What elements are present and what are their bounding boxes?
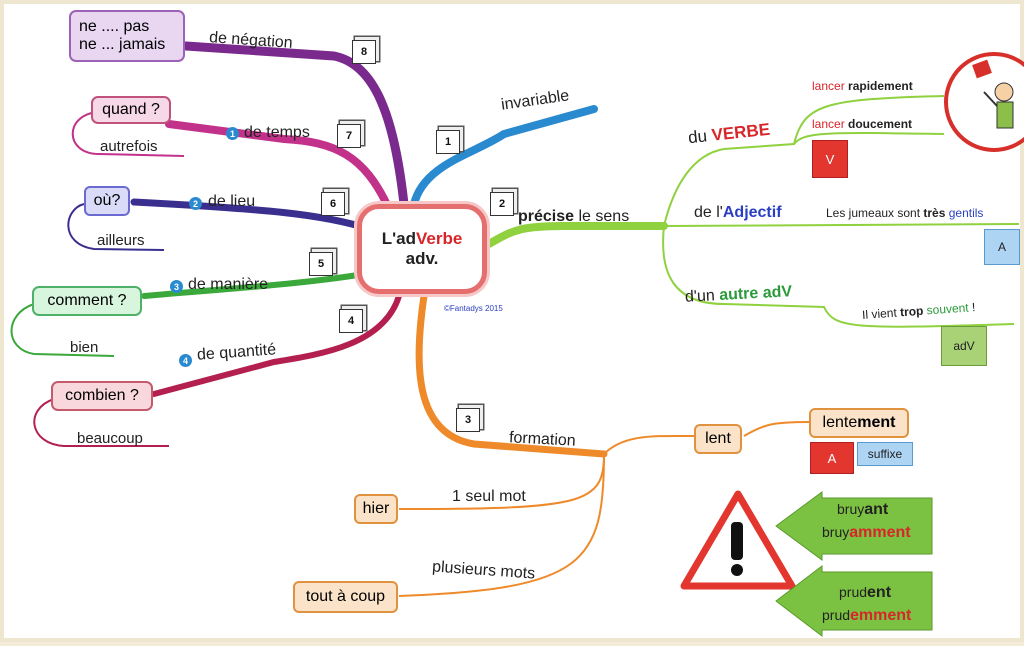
arrow2-l1-root: prud <box>839 584 868 600</box>
number-cube-4: 4 <box>339 309 363 333</box>
number-cube-6: 6 <box>321 192 345 216</box>
branch-label-maniere: de manière <box>188 276 269 293</box>
arrow2-l2-root: prud <box>822 607 851 623</box>
quantite-example: beaucoup <box>77 430 143 447</box>
arrow1-line2: bruyamment <box>822 524 911 542</box>
arrow2-l2-end: emment <box>850 607 912 624</box>
sens-bold: précise <box>518 208 575 225</box>
adjectif-example: Les jumeaux sont très gentils <box>826 206 983 220</box>
arrow1-l1-root: bruy <box>837 501 865 517</box>
tout-a-coup-box: tout à coup <box>293 581 398 613</box>
sens-adjectif-pre: de l' <box>694 204 723 221</box>
lentement-root: lente <box>822 414 858 431</box>
adjectif-ex-c: gentils <box>945 206 984 220</box>
number-cube-3: 3 <box>456 408 480 432</box>
arrow2-line2: prudemment <box>822 607 911 625</box>
maniere-example: bien <box>70 339 99 356</box>
arrow2-line1: prudent <box>839 584 891 602</box>
verbe-ex1-adverb: rapidement <box>844 79 913 93</box>
branch-negation <box>181 41 409 209</box>
branch-quantite <box>151 293 402 397</box>
arrow1-l2-end: amment <box>849 524 911 541</box>
number-cube-5: 5 <box>309 252 333 276</box>
tag-verbe: V <box>812 140 848 178</box>
branch-label-lieu: de lieu <box>208 193 256 210</box>
lieu-example: ailleurs <box>97 232 145 249</box>
badge-maniere: 3 <box>170 280 183 293</box>
branch-label-sens: précise le sens <box>518 208 629 226</box>
branch-lieu <box>130 198 373 233</box>
arrow2-l1-end: ent <box>867 584 892 601</box>
branch-invariable <box>410 105 598 208</box>
central-topic: L'adVerbe adv. <box>357 204 487 294</box>
hier-box: hier <box>354 494 398 524</box>
tag-adjectif: A <box>984 229 1020 265</box>
sens-adjectif-label: de l'Adjectif <box>694 204 782 222</box>
badge-temps: 1 <box>226 127 239 140</box>
arrow1-l2-root: bruy <box>822 524 850 540</box>
verbe-example-2: lancer doucement <box>812 117 912 131</box>
negation-line-2: ne ... jamais <box>79 36 166 53</box>
one-word-label: 1 seul mot <box>452 488 526 505</box>
number-cube-1: 1 <box>436 130 460 154</box>
tag-adverbe: adV <box>941 326 987 366</box>
center-prefix: L'ad <box>381 229 416 248</box>
branch-formation <box>415 292 608 458</box>
sens-adverbe-pre: d'un <box>684 287 720 306</box>
lieu-question-box: où? <box>84 186 130 216</box>
branch-temps <box>165 120 393 213</box>
lentement-suffix: ment <box>857 414 896 431</box>
badge-quantite: 4 <box>179 354 192 367</box>
tag-suffix: suffixe <box>857 442 913 466</box>
center-highlight: Verbe <box>415 229 463 248</box>
negation-box: ne .... pas ne ... jamais <box>69 10 185 62</box>
sens-adverbe-word: autre adV <box>718 283 793 305</box>
adverbe-ex-d: ! <box>968 300 976 315</box>
branch-maniere <box>141 271 367 299</box>
negation-line-1: ne .... pas <box>79 18 150 35</box>
sens-rest: le sens <box>574 208 630 225</box>
arrow1-line1: bruyant <box>837 501 888 519</box>
adjectif-ex-b: très <box>923 206 946 220</box>
verbe-ex2-verb: lancer <box>812 117 845 131</box>
adjectif-ex-a: Les jumeaux sont <box>826 206 924 220</box>
badge-lieu: 2 <box>189 197 202 210</box>
branch-lines <box>10 41 1020 597</box>
branch-sens <box>485 222 668 248</box>
temps-question-box: quand ? <box>91 96 171 124</box>
number-cube-2: 2 <box>490 192 514 216</box>
copyright: ©Fantadys 2015 <box>444 304 503 313</box>
sens-adjectif-word: Adjectif <box>722 204 782 221</box>
sens-verbe-pre: du <box>687 125 713 148</box>
branch-label-temps: de temps <box>244 124 310 141</box>
quantite-question-box: combien ? <box>51 381 153 411</box>
number-cube-7: 7 <box>337 124 361 148</box>
lent-box: lent <box>694 424 742 454</box>
tag-formation-adjective: A <box>810 442 854 474</box>
center-abbr: adv. <box>405 249 439 268</box>
temps-example: autrefois <box>100 138 158 155</box>
number-cube-8: 8 <box>352 40 376 64</box>
arrow1-l1-end: ant <box>864 501 889 518</box>
verbe-example-1: lancer rapidement <box>812 79 913 93</box>
branch-label-formation: formation <box>508 429 577 450</box>
verbe-ex2-adverb: doucement <box>844 117 913 131</box>
adverbe-ex-a: Il vient <box>861 305 901 322</box>
adverbe-ex-b: trop <box>899 303 924 320</box>
maniere-question-box: comment ? <box>32 286 142 316</box>
verbe-ex1-verb: lancer <box>812 79 845 93</box>
